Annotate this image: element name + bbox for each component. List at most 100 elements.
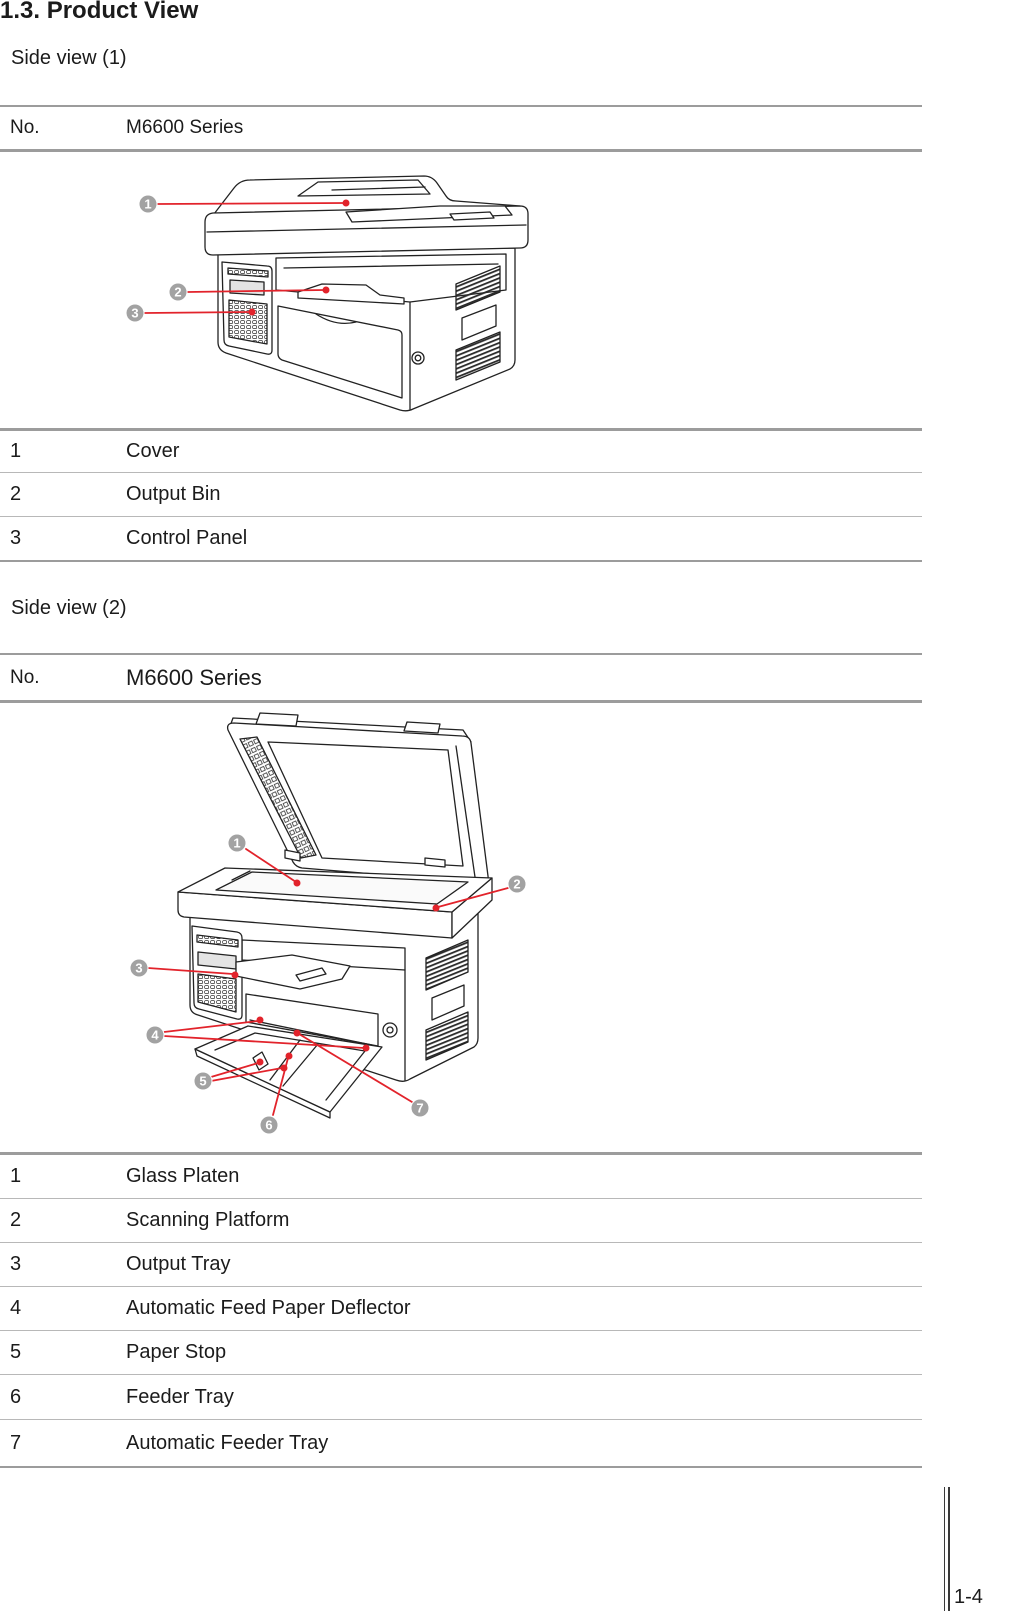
callout-badge <box>168 282 188 302</box>
callout-badge <box>410 1098 430 1118</box>
callout-line <box>163 1035 365 1049</box>
callout-line <box>210 1067 283 1082</box>
callout-dot <box>256 1016 264 1024</box>
callout-dot <box>362 1044 370 1052</box>
callout-line <box>187 289 326 293</box>
callout-3: 3 <box>129 958 239 979</box>
adf-roller-strip <box>239 736 317 859</box>
figure-cell: 1 2 3 <box>0 152 922 431</box>
adf-output-stopper <box>449 211 495 221</box>
callout-2: 2 <box>432 874 527 912</box>
part-number: 3 <box>10 527 22 549</box>
footer-divider <box>948 1487 950 1611</box>
view-1-caption: Side view (1) <box>11 47 127 69</box>
scanner-lip-line <box>206 224 527 233</box>
callout-line <box>272 1057 289 1116</box>
adf-output-tray <box>345 205 513 223</box>
part-number: 1 <box>10 1165 22 1187</box>
callout-badge <box>259 1115 279 1135</box>
side-vent-upper <box>425 939 469 991</box>
callout-badge <box>138 194 158 214</box>
callout-number: 4 <box>151 1028 159 1043</box>
platform-front-face <box>177 891 453 939</box>
callout-5: 5 <box>193 1058 288 1091</box>
callout-number: 3 <box>131 306 138 321</box>
table-row: 7 Automatic Feeder Tray <box>0 1420 922 1468</box>
callout-3: 3 <box>125 303 256 323</box>
callout-number: 6 <box>265 1118 272 1133</box>
callout-dot <box>293 1029 301 1037</box>
side-vent-lower <box>425 1011 469 1061</box>
callout-line <box>163 1020 259 1033</box>
control-panel-drawing <box>221 261 273 355</box>
callout-line <box>144 311 251 314</box>
callout-1: 1 <box>227 833 301 887</box>
view-2-table: No. M6600 Series <box>0 653 922 1468</box>
deflector-bar <box>249 1019 373 1046</box>
lid-sensor <box>284 849 301 862</box>
paper-cassette <box>277 305 403 399</box>
part-name: Automatic Feeder Tray <box>126 1431 329 1454</box>
callout-badge <box>145 1025 165 1045</box>
part-number: 3 <box>10 1253 22 1275</box>
table-row: 2 Output Bin <box>0 473 922 517</box>
section-title: 1.3. Product View <box>0 0 199 24</box>
callout-badge <box>129 958 149 978</box>
callout-number: 5 <box>199 1074 206 1089</box>
paper-guide <box>269 1039 301 1081</box>
callout-dot <box>342 199 350 207</box>
part-number: 5 <box>10 1341 22 1363</box>
callout-line <box>298 1033 413 1103</box>
power-button-inner <box>386 1026 394 1034</box>
side-vent-upper <box>455 265 501 311</box>
table-row: 2 Scanning Platform <box>0 1199 922 1243</box>
table-row: 5 Paper Stop <box>0 1331 922 1375</box>
callout-badge <box>227 833 247 853</box>
paper-guide-2 <box>282 1043 319 1087</box>
part-number: 4 <box>10 1297 22 1319</box>
control-panel-keypad <box>197 973 237 1013</box>
table-row: 4 Automatic Feed Paper Deflector <box>0 1287 922 1331</box>
lid-hinge-right <box>403 721 441 734</box>
figure-cell: 1 2 3 <box>0 703 922 1155</box>
table-row: 6 Feeder Tray <box>0 1375 922 1420</box>
side-handle <box>431 984 465 1021</box>
output-tray-drawing <box>235 954 351 990</box>
scanner-unit <box>204 175 529 256</box>
side-vent-lower <box>455 331 501 381</box>
printer-body <box>217 247 516 412</box>
part-number: 6 <box>10 1385 22 1408</box>
part-number: 1 <box>10 440 22 462</box>
part-name: Scanning Platform <box>126 1209 290 1231</box>
platen-guide-strip <box>231 870 251 881</box>
footer-divider <box>944 1487 945 1611</box>
view-2-caption: Side view (2) <box>11 597 127 619</box>
callout-badge <box>125 303 145 323</box>
table-row: 3 Output Tray <box>0 1243 922 1287</box>
part-name: Feeder Tray <box>126 1385 234 1408</box>
part-name: Output Bin <box>126 483 221 505</box>
lid-document-pad <box>267 741 464 867</box>
callout-badge <box>507 874 527 894</box>
callout-dot <box>322 286 330 294</box>
view-1-table: No. M6600 Series <box>0 105 922 562</box>
output-tray-stopper <box>295 967 327 982</box>
callout-6: 6 <box>259 1052 293 1135</box>
callout-number: 7 <box>416 1101 423 1116</box>
part-name: Glass Platen <box>126 1165 240 1187</box>
callout-line <box>245 848 297 883</box>
part-name: Output Tray <box>126 1253 231 1275</box>
control-panel-top-buttons <box>196 934 239 948</box>
column-header-number: No. <box>10 117 40 138</box>
printer-side-view-1-illustration: 1 2 3 <box>125 175 529 412</box>
callout-badge <box>193 1071 213 1091</box>
part-number: 2 <box>10 483 22 505</box>
callout-line <box>147 967 234 975</box>
callout-number: 1 <box>144 197 151 212</box>
lid-latch <box>424 857 446 868</box>
column-header-model: M6600 Series <box>126 117 244 138</box>
callout-dot <box>256 1058 264 1066</box>
power-button-inner <box>414 354 422 362</box>
callout-7: 7 <box>293 1029 430 1118</box>
